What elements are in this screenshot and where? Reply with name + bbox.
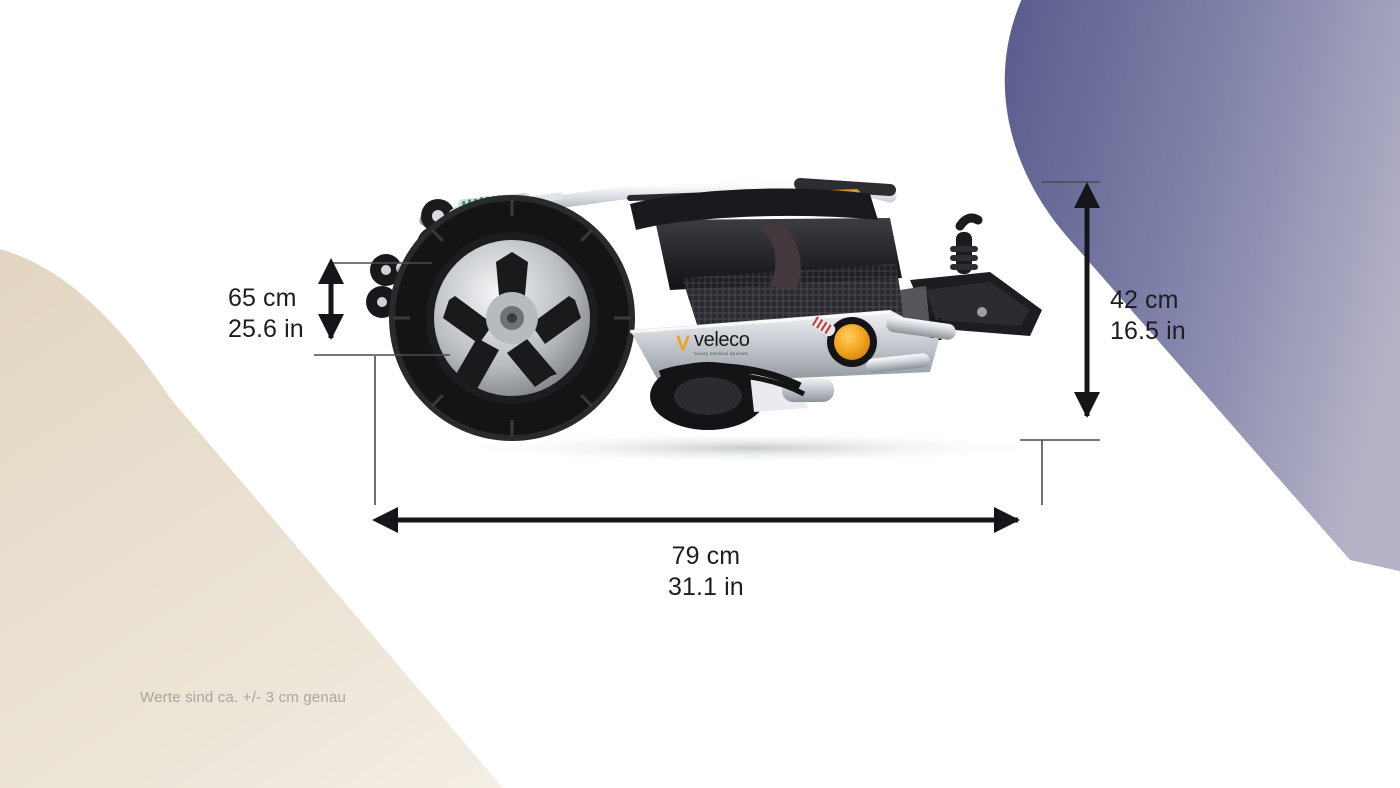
length-value-imperial: 31.1 in bbox=[668, 572, 744, 601]
seat-cushion bbox=[630, 188, 878, 290]
depth-value-imperial: 16.5 in bbox=[1110, 316, 1186, 345]
veleco-logo-tagline: luxury medical devices bbox=[694, 351, 748, 356]
height-value-imperial: 25.6 in bbox=[228, 314, 304, 343]
cable-bundle bbox=[658, 362, 806, 397]
veleco-logo-wordmark: veleco bbox=[694, 329, 750, 351]
depth-dimension-label: 42 cm 16.5 in bbox=[1110, 285, 1186, 346]
length-value-metric: 79 cm bbox=[671, 542, 741, 570]
reflector bbox=[827, 317, 877, 367]
height-dimension-label: 65 cm 25.6 in bbox=[228, 283, 304, 344]
height-dimension-line bbox=[314, 258, 450, 356]
accuracy-footnote: Werte sind ca. +/- 3 cm genau bbox=[140, 689, 347, 706]
length-dimension-line bbox=[372, 356, 1043, 533]
wheel-fork bbox=[866, 316, 956, 373]
depth-value-metric: 42 cm bbox=[1110, 286, 1179, 314]
veleco-logo: V veleco luxury medical devices bbox=[676, 329, 750, 357]
length-dimension-label: 79 cm 31.1 in bbox=[668, 541, 744, 602]
veleco-logo-mark: V bbox=[676, 331, 691, 355]
folded-electric-wheelchair-image bbox=[366, 178, 1050, 464]
depth-dimension-line bbox=[1020, 181, 1100, 441]
height-value-metric: 65 cm bbox=[228, 284, 297, 312]
main-wheel bbox=[389, 195, 635, 441]
joystick-controller bbox=[900, 213, 1042, 340]
red-striped-part bbox=[810, 315, 836, 337]
